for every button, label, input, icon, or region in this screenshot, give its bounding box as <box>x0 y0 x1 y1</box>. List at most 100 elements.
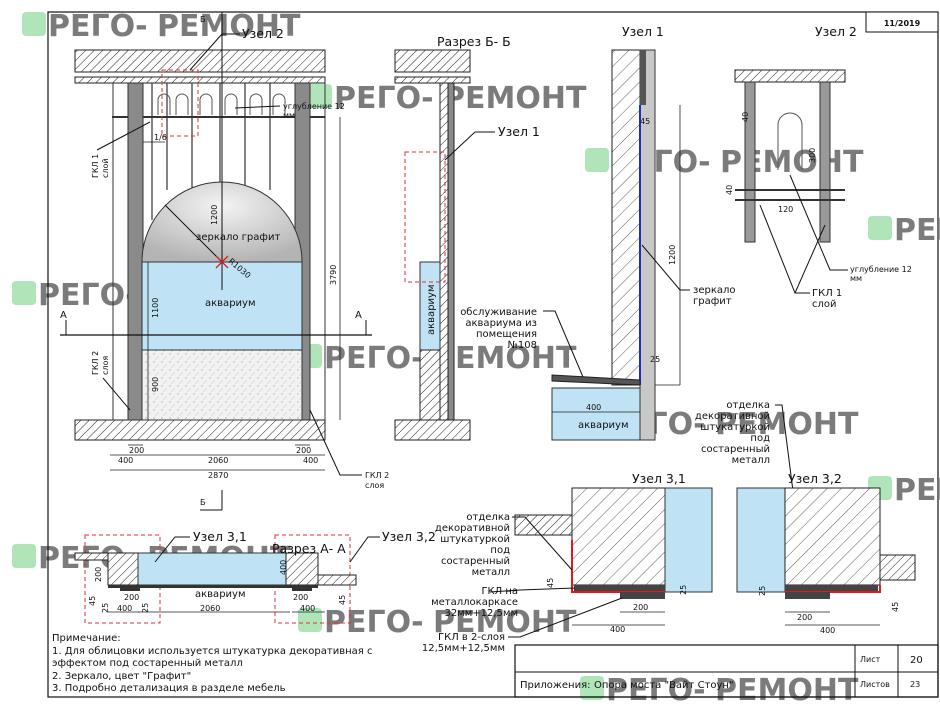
dim-2870: 2870 <box>208 471 228 480</box>
sheets-value: 23 <box>910 680 920 689</box>
appendix-label: Приложения: <box>520 680 590 691</box>
node2-dim-40a: 40 <box>741 112 750 122</box>
node1-view: Узел 1 45 1200 25 400 аквариум зеркало г… <box>460 24 736 441</box>
section-a-left: А <box>60 310 67 321</box>
svg-text:отделка: отделка <box>726 400 770 411</box>
dim-1200: 1200 <box>210 205 219 225</box>
recess-label-1: углубление 12 <box>283 102 345 111</box>
service-label-3: помещения <box>476 329 537 340</box>
plan-aquarium: аквариум <box>195 589 246 600</box>
section-bb-view: Разрез Б- Б аквариум Узел 1 <box>394 34 540 441</box>
recess-label-2: мм <box>283 111 295 120</box>
svg-text:РЕГО-: РЕГО- <box>894 213 940 248</box>
plan-dim-400r: 400 <box>300 604 315 613</box>
svg-text:РЕМОНТ: РЕМОНТ <box>715 673 859 705</box>
svg-text:декоративной: декоративной <box>695 411 770 422</box>
sheet-label: Лист <box>860 655 881 664</box>
node1-dim-1200: 1200 <box>668 245 677 265</box>
node1-callout: Узел 1 <box>498 124 540 139</box>
notes-block: Примечание: 1. Для облицовки используетс… <box>52 633 372 696</box>
sheet-value: 20 <box>910 655 923 666</box>
svg-text:РЕГО-: РЕГО- <box>48 9 148 44</box>
dim-200-left: 200 <box>129 446 144 455</box>
plan-dim-2060: 2060 <box>200 604 220 613</box>
note-item: 1. Для облицовки используется штукатурка… <box>52 645 373 657</box>
sheets-label: Листов <box>860 680 890 689</box>
note-item: 2. Зеркало, цвет "Графит" <box>52 670 192 682</box>
node1-aquarium: аквариум <box>578 420 629 431</box>
note-item: 3. Подробно детализация в разделе мебель <box>52 683 286 694</box>
section-b-mark-top: Б <box>200 15 206 24</box>
node31-dim-45: 45 <box>546 578 555 588</box>
gkl2-right-label-1: ГКЛ 2 <box>365 471 389 480</box>
svg-text:РЕМОНТ: РЕМОНТ <box>433 341 577 376</box>
appendix-value: Опора моста "Вайт Стоун" <box>594 680 734 691</box>
node2-callout: Узел 2 <box>242 26 284 41</box>
node2-gkl-1: ГКЛ 1 <box>812 288 842 299</box>
svg-text:РЕМОНТ: РЕМОНТ <box>157 9 301 44</box>
gkl2-left-label-1: ГКЛ 2 <box>91 351 100 375</box>
node2-gkl-2: слой <box>812 299 837 310</box>
node31-finish-1: отделка <box>466 512 510 523</box>
plan-dim-200r: 200 <box>293 593 308 602</box>
node31-finish-6: металл <box>472 567 510 578</box>
service-label-2: аквариума из <box>465 318 537 329</box>
node32-title: Узел 3,2 <box>788 471 842 486</box>
node31-finish-3: штукатуркой <box>440 534 510 545</box>
node32-dim-200: 200 <box>797 613 812 622</box>
section-bb-title: Разрез Б- Б <box>437 34 511 49</box>
node31-gkl2-2: 12,5мм+12,5мм <box>422 643 505 654</box>
dim-1-6: 1/6 <box>154 133 167 142</box>
svg-text:РЕГО-: РЕГО- <box>324 605 424 640</box>
node31-finish-5: состаренный <box>441 556 510 567</box>
dim-400-left: 400 <box>118 456 133 465</box>
node31-gkl-frame-3: 32мм+12,5мм <box>444 608 518 619</box>
svg-text:РЕМОНТ: РЕМОНТ <box>443 81 587 116</box>
svg-text:РЕГО-: РЕГО- <box>894 473 940 508</box>
dim-400-right: 400 <box>303 456 318 465</box>
node2-recess-1: углубление 12 <box>850 265 912 274</box>
plan-dim-25a: 25 <box>101 603 110 613</box>
svg-text:РЕГО-: РЕГО- <box>334 81 434 116</box>
sheet-frame: 11/2019 <box>47 11 939 698</box>
node31-gkl2-1: ГКЛ в 2-слоя <box>438 632 505 643</box>
dim-200-right: 200 <box>296 446 311 455</box>
node2-view: Узел 2 40 300 40 120 углубление 12 мм ГК… <box>725 24 912 310</box>
node31-finish-4: под <box>490 545 510 556</box>
plan-dim-25b: 25 <box>141 603 150 613</box>
svg-text:РЕГО-: РЕГО- <box>606 673 706 705</box>
service-label-4: №108 <box>508 340 538 351</box>
dim-3790: 3790 <box>329 265 338 285</box>
node1-dim-400: 400 <box>586 403 601 412</box>
node32-dim-25: 25 <box>758 586 767 596</box>
node32-dim-45: 45 <box>891 602 900 612</box>
node1-dim-45: 45 <box>640 117 650 126</box>
title-block: Лист 20 Листов 23 Приложения: Опора мост… <box>514 644 939 698</box>
section-b-mark-bottom: Б <box>200 498 206 507</box>
plan-dim-400v: 400 <box>279 560 288 575</box>
svg-text:состаренный: состаренный <box>701 444 770 455</box>
gkl1-label-2: слой <box>101 158 110 178</box>
svg-text:металл: металл <box>732 455 770 466</box>
node2-recess-2: мм <box>850 274 862 283</box>
aquarium-label: аквариум <box>205 298 256 309</box>
node31-title: Узел 3,1 <box>632 471 686 486</box>
node2-dim-40b: 40 <box>725 185 734 195</box>
gkl2-right-label-2: слоя <box>365 481 384 490</box>
plan-dim-200v: 200 <box>94 567 103 582</box>
plan-dim-45r: 45 <box>338 595 347 605</box>
svg-text:РЕМОНТ: РЕМОНТ <box>720 145 864 180</box>
svg-text:штукатуркой: штукатуркой <box>700 422 770 433</box>
svg-text:под: под <box>750 433 770 444</box>
node31-dim-200: 200 <box>633 603 648 612</box>
watermark-logos: РЕГО- РЕМОНТ РЕГО- РЕМОНТ РЕГО- РЕМОНТ РЕГО… <box>12 9 940 705</box>
notes-heading: Примечание: <box>52 633 121 644</box>
node1-title: Узел 1 <box>622 24 664 39</box>
dim-900: 900 <box>151 377 160 392</box>
node2-title: Узел 2 <box>815 24 857 39</box>
node31-dim-400: 400 <box>610 625 625 634</box>
dim-1100: 1100 <box>151 298 160 318</box>
node31-dim-25: 25 <box>679 585 688 595</box>
mirror-label: зеркало графит <box>196 232 280 243</box>
